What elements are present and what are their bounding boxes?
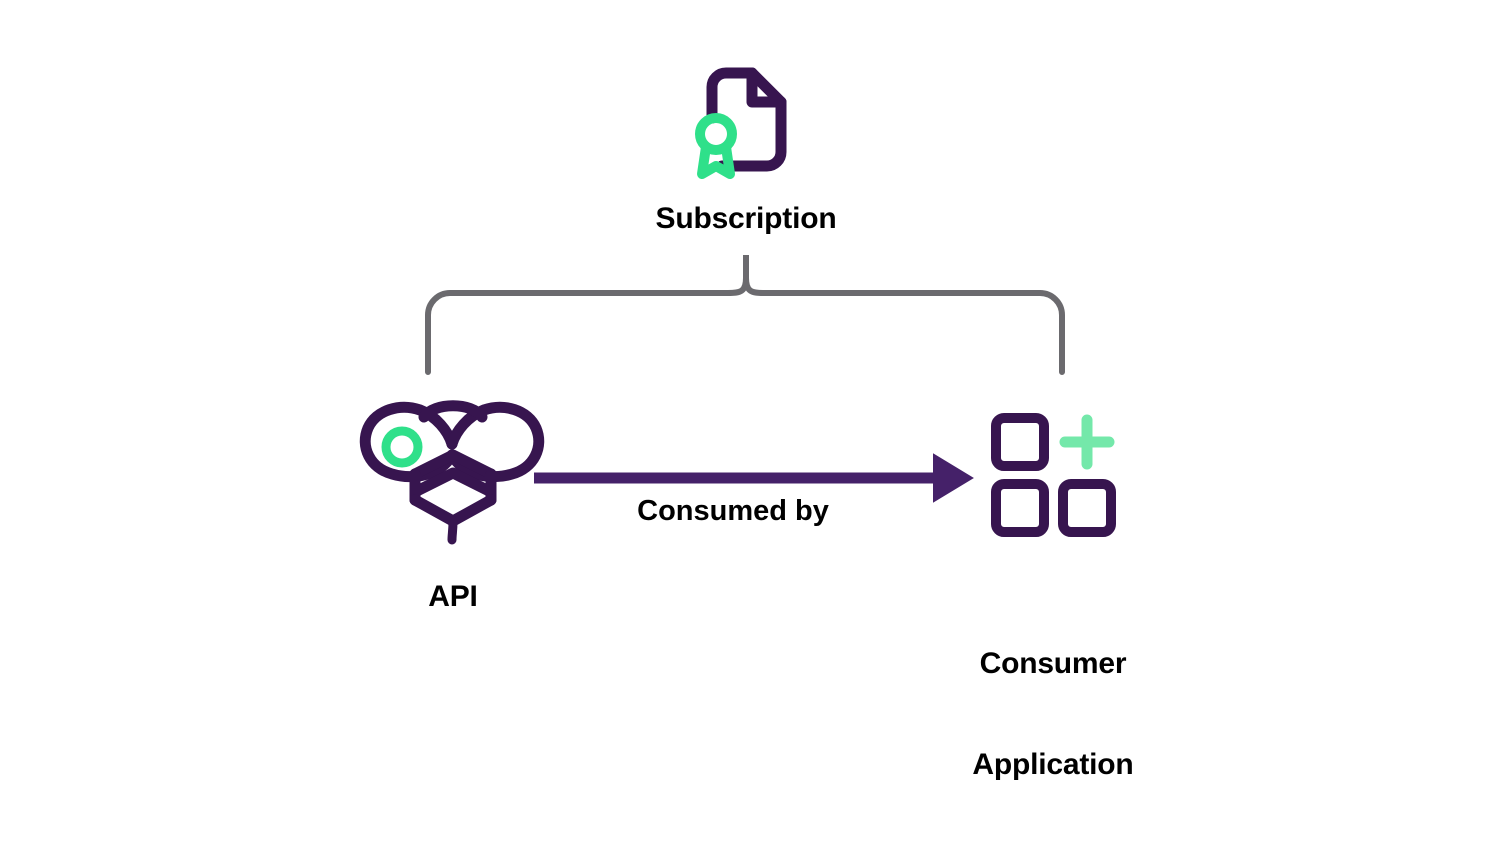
brace-left-half [425, 275, 749, 375]
subscription-icon [695, 67, 787, 179]
award-ribbon-tails-icon [697, 142, 735, 179]
subscription-brace-connector [425, 255, 1065, 375]
app-add-plus-icon [1059, 414, 1115, 470]
consumed-by-arrow [534, 453, 974, 503]
bee-stinger-icon [447, 516, 458, 545]
document-icon [706, 67, 787, 172]
bee-head-arc-icon [418, 400, 488, 423]
consumed-by-edge-label: Consumed by [637, 495, 829, 527]
api-node-label: API [428, 580, 478, 613]
brace-right-half [743, 275, 1065, 375]
consumer-application-node-label: Consumer Application [903, 580, 1203, 849]
bee-eye-icon [381, 426, 423, 468]
bee-body-chevron-1-icon [409, 449, 497, 480]
subscription-node-label: Subscription [655, 202, 837, 235]
consumer-application-icon [991, 413, 1116, 537]
consumer-application-label-line2: Application [972, 747, 1134, 781]
consumer-application-label-line1: Consumer [979, 647, 1127, 681]
document-fold-icon [746, 67, 787, 108]
bee-body-chevron-2-icon [409, 467, 497, 498]
app-square-bottom-right-icon [1058, 479, 1116, 537]
arrow-head [933, 453, 974, 503]
diagram-graphics [359, 67, 1116, 545]
api-bee-icon [359, 400, 545, 545]
diagram-canvas: Subscription API Consumer Application Co… [359, 67, 1134, 781]
award-ribbon-circle-icon [695, 113, 737, 155]
app-square-top-left-icon [991, 413, 1049, 471]
app-square-bottom-left-icon [991, 479, 1049, 537]
